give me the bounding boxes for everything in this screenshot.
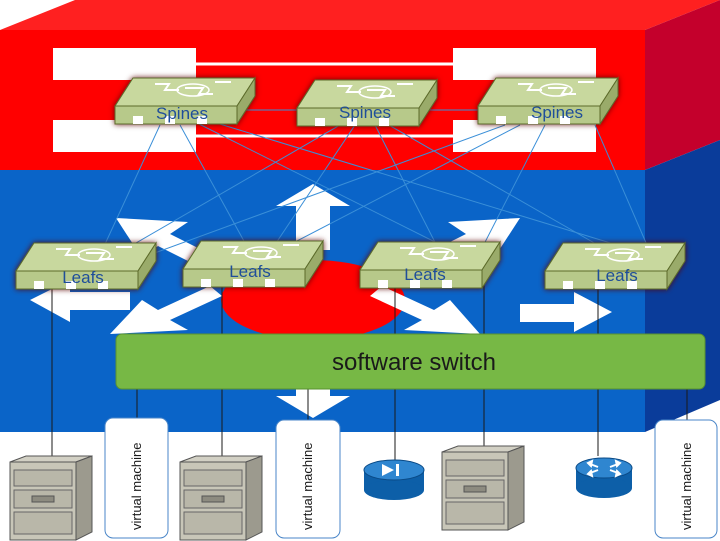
leaf-label: Leafs — [229, 262, 271, 281]
server-tower-icon — [179, 455, 263, 541]
software-switch: software switch — [115, 333, 706, 390]
leaf-label: Leafs — [596, 266, 638, 285]
spine-label: Spines — [156, 104, 208, 123]
spine-layer-band — [53, 48, 196, 80]
leaf-label: Leafs — [404, 265, 446, 284]
virtual-machine: virtual machine — [104, 417, 169, 539]
router-icon — [575, 457, 633, 498]
firewall-icon — [363, 459, 425, 500]
virtual-machine-label: virtual machine — [679, 443, 694, 530]
fabric-links — [99, 109, 651, 263]
leaf-label: Leafs — [62, 268, 104, 287]
spine-label: Spines — [531, 103, 583, 122]
spine-label: Spines — [339, 103, 391, 122]
spine-layer-band — [53, 120, 196, 152]
virtual-machine-label: virtual machine — [129, 443, 144, 530]
software-switch-label: software switch — [332, 349, 496, 376]
spine-layer-band — [453, 48, 596, 80]
virtual-machine: virtual machine — [275, 419, 341, 539]
server-tower-icon — [9, 455, 93, 541]
virtual-machine-label: virtual machine — [300, 443, 315, 530]
virtual-machine: virtual machine — [654, 419, 718, 539]
server-tower-icon — [441, 445, 525, 531]
spine-layer-band — [453, 120, 596, 152]
